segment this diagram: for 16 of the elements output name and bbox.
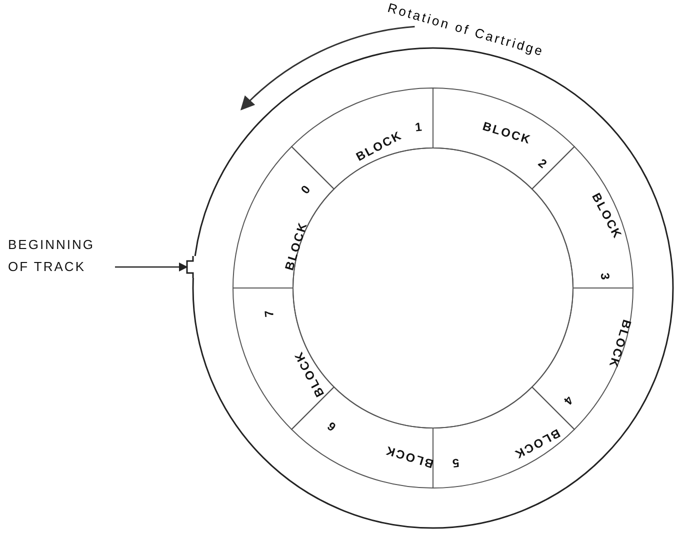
block-segment [233,146,335,288]
block-number: 2 [536,156,552,172]
block-segment [531,288,633,430]
block-number: 6 [323,418,338,434]
block-number: 1 [414,120,424,134]
block-segment [531,146,633,288]
block-segment [433,88,575,190]
block-segment [433,386,575,488]
block-number: 0 [298,181,314,196]
arrow [115,262,188,272]
block-number: 7 [262,308,276,318]
block-number: 3 [598,272,613,282]
block-number: 5 [450,456,460,470]
block-number: 4 [560,394,576,409]
track-label: BEGINNING OF TRACK [8,234,113,278]
block-segment [233,288,335,430]
